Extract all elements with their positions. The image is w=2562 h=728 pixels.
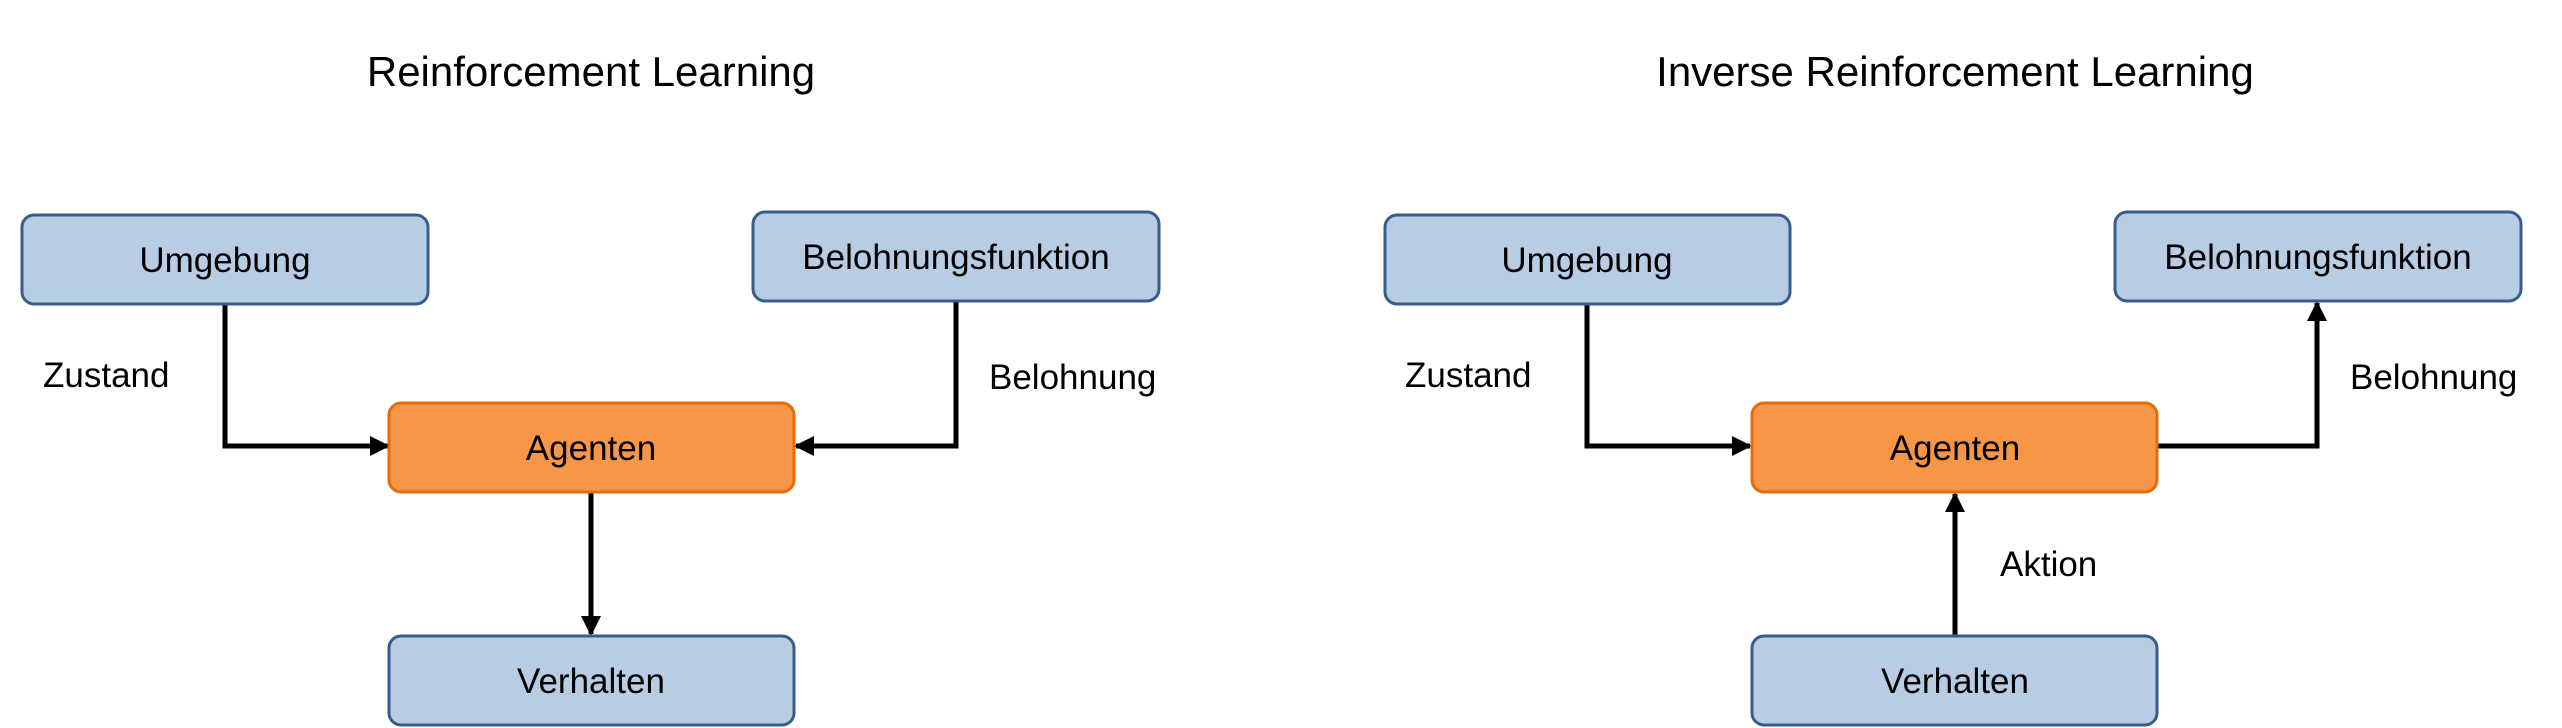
irl-reward-function-node: Belohnungsfunktion — [2113, 210, 2523, 303]
rl-reward-label: Belohnung — [989, 358, 1156, 397]
rl-title: Reinforcement Learning — [367, 48, 815, 95]
irl-reward-arrow — [2158, 301, 2327, 449]
irl-agent-label: Agenten — [1890, 429, 2020, 468]
irl-reward-label: Belohnung — [2350, 358, 2517, 397]
irl-environment-node: Umgebung — [1383, 213, 1792, 306]
irl-state-label: Zustand — [1405, 356, 1531, 395]
rl-state-label: Zustand — [43, 356, 169, 395]
irl-agent-node: Agenten — [1750, 401, 2159, 494]
rl-behavior-label: Verhalten — [517, 662, 665, 701]
irl-behavior-label: Verhalten — [1881, 662, 2029, 701]
irl-environment-label: Umgebung — [1501, 241, 1672, 280]
irl-reward-function-label: Belohnungsfunktion — [2164, 238, 2471, 277]
rl-state-arrow — [222, 304, 390, 456]
rl-reward-function-node: Belohnungsfunktion — [751, 210, 1161, 303]
rl-environment-node: Umgebung — [20, 213, 430, 306]
irl-title: Inverse Reinforcement Learning — [1656, 48, 2254, 95]
rl-reward-arrow — [794, 301, 959, 456]
irl-diagram: Inverse Reinforcement Learning Umgebung … — [1383, 48, 2523, 727]
rl-reward-function-label: Belohnungsfunktion — [802, 238, 1109, 277]
rl-agent-label: Agenten — [526, 429, 656, 468]
irl-action-label: Aktion — [2000, 545, 2097, 584]
rl-behavior-node: Verhalten — [387, 634, 796, 727]
irl-state-arrow — [1584, 304, 1752, 456]
rl-diagram: Reinforcement Learning Umgebung Belohnun… — [20, 48, 1161, 727]
rl-agent-node: Agenten — [387, 401, 796, 494]
rl-environment-label: Umgebung — [139, 241, 310, 280]
irl-behavior-node: Verhalten — [1750, 634, 2159, 727]
